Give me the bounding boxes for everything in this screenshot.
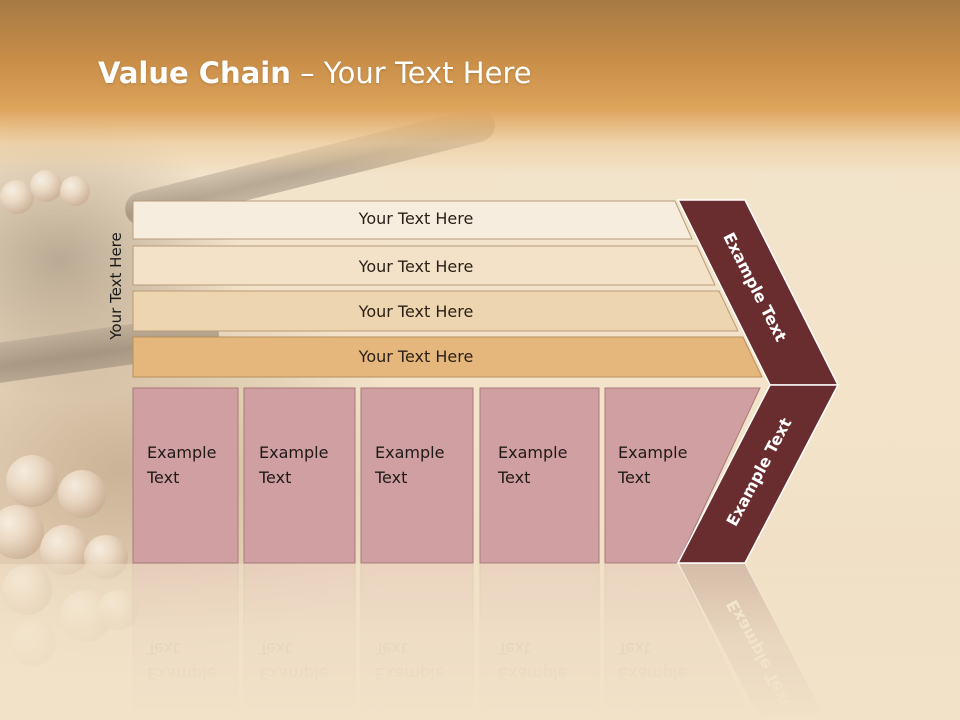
row-label-3: Your Text Here <box>358 302 474 321</box>
row-bar-3[interactable] <box>132 290 739 332</box>
cell-label-line: Text <box>618 468 651 487</box>
header-band <box>0 0 960 175</box>
cell-label-line: Text <box>147 468 180 487</box>
pearl-decoration <box>6 455 58 507</box>
row-bar-2[interactable] <box>132 245 716 286</box>
title-rest: – Your Text Here <box>290 56 532 90</box>
cell-label-reflection: Example Text <box>618 636 687 686</box>
cell-label-line: Example <box>498 443 568 462</box>
cell-label-line: Text <box>375 639 408 658</box>
cell-label-line: Text <box>498 639 531 658</box>
pearl-decoration <box>30 170 62 202</box>
activity-cell-3[interactable] <box>360 387 474 564</box>
activity-cell-4[interactable] <box>479 387 600 564</box>
cell-label-line: Example <box>618 664 688 683</box>
pearl-decoration <box>58 470 106 518</box>
cell-label-line: Example <box>498 664 568 683</box>
slide-title: Value Chain – Your Text Here <box>98 56 532 90</box>
cell-label-line: Text <box>498 468 531 487</box>
cell-label-reflection: Example Text <box>498 636 567 686</box>
cell-label-reflection: Example Text <box>259 636 328 686</box>
cell-label-line: Text <box>259 468 292 487</box>
row-label-4: Your Text Here <box>358 347 474 366</box>
cell-label-line: Example <box>375 443 445 462</box>
pearl-decoration <box>60 176 90 206</box>
cell-label-line: Example <box>618 443 688 462</box>
row-label-2: Your Text Here <box>358 257 474 276</box>
cell-label-line: Text <box>147 639 180 658</box>
cell-label-line: Text <box>618 639 651 658</box>
title-bold: Value Chain <box>98 56 291 90</box>
cell-label-line: Example <box>147 443 217 462</box>
cell-label-line: Example <box>259 664 329 683</box>
pearl-decoration <box>0 180 34 214</box>
cell-label-reflection: Example Text <box>147 636 216 686</box>
cell-label-line: Text <box>375 468 408 487</box>
cell-label-line: Text <box>259 639 292 658</box>
reflection-shapes <box>132 564 828 720</box>
cell-label-line: Example <box>147 664 217 683</box>
cell-label-line: Example <box>375 664 445 683</box>
activity-cell-1[interactable] <box>132 387 239 564</box>
row-bar-4[interactable] <box>132 336 763 378</box>
chevron-lower[interactable] <box>676 384 840 564</box>
pearl-decoration <box>0 505 44 559</box>
activity-cell-2[interactable] <box>243 387 356 564</box>
row-label-1: Your Text Here <box>358 209 474 228</box>
row-bar-1[interactable] <box>132 200 693 240</box>
cell-label-line: Example <box>259 443 329 462</box>
cell-label-reflection: Example Text <box>375 636 444 686</box>
